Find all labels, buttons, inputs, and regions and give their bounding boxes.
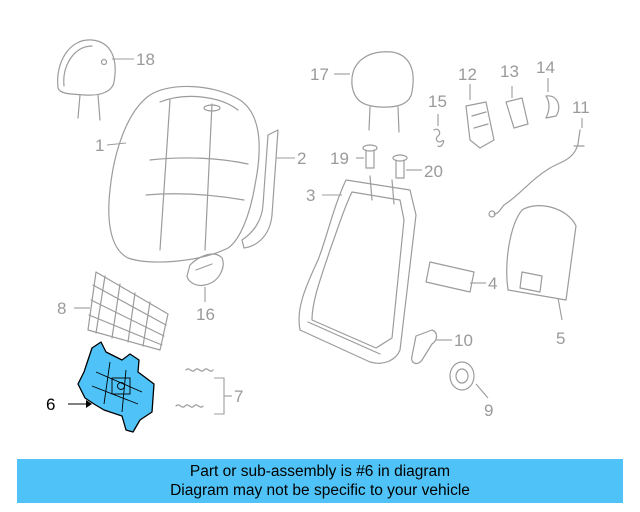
seatback-cushion [108, 85, 260, 263]
callout-12: 12 [458, 65, 477, 84]
springs [175, 368, 214, 408]
callout-5: 5 [556, 329, 565, 348]
knob-9 [449, 361, 475, 391]
bracket-16 [186, 253, 224, 287]
callout-20: 20 [424, 162, 443, 181]
headrest-small [57, 39, 116, 121]
callout-11: 11 [572, 98, 590, 117]
callout-1: 1 [95, 136, 104, 155]
spring-mat [87, 271, 169, 351]
callout-13: 13 [500, 62, 519, 81]
banner-line-1: Part or sub-assembly is #6 in diagram [189, 463, 451, 480]
banner-line-2: Diagram may not be specific to your vehi… [170, 482, 470, 499]
callout-3: 3 [306, 186, 315, 205]
callout-6: 6 [46, 395, 55, 414]
pad-4 [425, 261, 475, 293]
recliner-lever [411, 329, 438, 365]
callout-16: 16 [196, 305, 215, 324]
info-banner: Part or sub-assembly is #6 in diagram Di… [17, 459, 623, 503]
callout-4: 4 [488, 274, 497, 293]
callout-9: 9 [484, 401, 493, 420]
handle-13 [505, 97, 529, 129]
callout-17: 17 [310, 65, 329, 84]
guide-19 [362, 144, 378, 169]
callout-18: 18 [136, 50, 155, 69]
headrest-large [351, 51, 414, 133]
cap-14 [545, 95, 560, 119]
callout-8: 8 [57, 299, 66, 318]
callout-2: 2 [297, 149, 306, 168]
spring-pin-15 [433, 128, 445, 148]
callout-14: 14 [536, 58, 555, 77]
cable-11 [488, 129, 585, 218]
callout-19: 19 [330, 149, 349, 168]
guide-20 [392, 154, 408, 179]
seat-frame [298, 175, 417, 364]
parts-diagram: 18 1 2 16 8 6 [46, 39, 590, 433]
trim-12 [465, 101, 495, 149]
callout-10: 10 [454, 331, 473, 350]
back-panel [506, 205, 577, 301]
lumbar-support-highlighted [77, 341, 155, 433]
callout-15: 15 [428, 92, 447, 111]
callout-7: 7 [234, 387, 243, 406]
side-panel [241, 129, 279, 249]
